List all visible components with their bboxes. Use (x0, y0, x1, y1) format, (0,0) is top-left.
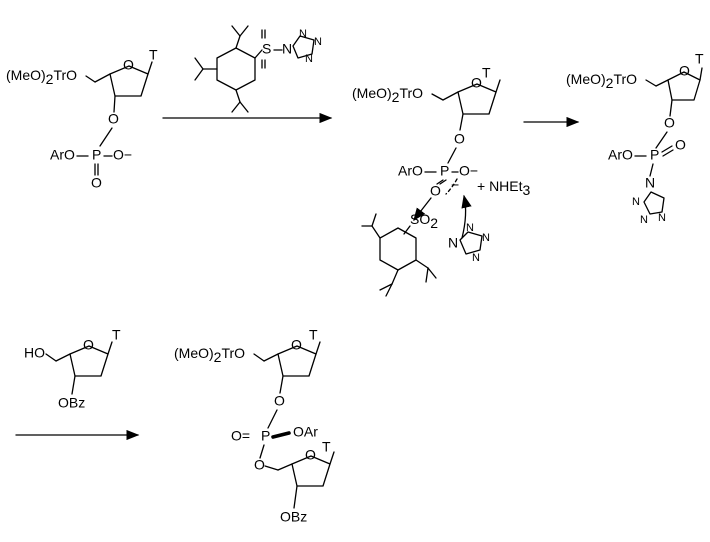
aryloxy-label: ArO (398, 163, 423, 179)
attack-arrow-1 (413, 197, 432, 222)
tetrazole-n3: N (482, 232, 490, 244)
triethylammonium-label: + NHEt3 (477, 178, 531, 198)
sugar-3-oxygen: O (664, 115, 675, 131)
intermediate-nucleotide: (MeO)2TrO O T O P ArO O− O − + NHEt3 (352, 65, 531, 297)
ring-oxygen: O (291, 337, 302, 353)
benzoate-label: OBz (280, 509, 307, 525)
phosphoryl-oxygen: O (91, 175, 102, 191)
trityl-label: (MeO)2TrO (352, 85, 423, 105)
tetrazole-n2: N (299, 28, 307, 40)
wedge-bond (271, 431, 291, 439)
tetrazole-n3: N (640, 214, 648, 226)
dinucleotide-product: (MeO)2TrO O T O O= P OAr O O T OBz (174, 327, 335, 525)
ring-oxygen-2: O (305, 447, 316, 463)
sugar-3-oxygen: O (274, 393, 285, 409)
coupling-reagent: S N N N N (194, 25, 322, 113)
phosphate-o: O (430, 183, 441, 199)
negative-charge: − (451, 177, 459, 193)
ring-oxygen: O (123, 57, 134, 73)
sugar-3-oxygen: O (454, 131, 465, 147)
base-label: T (482, 65, 491, 81)
trityl-label: (MeO)2TrO (566, 71, 637, 91)
base-label: T (695, 51, 704, 67)
base-label: T (149, 47, 158, 63)
phosphorus-label: P (440, 163, 449, 179)
phosphate-o-minus: O− (113, 147, 132, 163)
tetrazolide-product: (MeO)2TrO O T O P ArO O N N N N (566, 51, 704, 226)
starting-nucleotide: (MeO)2TrO O T O P ArO O− O (6, 47, 158, 191)
ring-oxygen: O (83, 337, 94, 353)
base-label: T (112, 327, 121, 343)
trityl-label: (MeO)2TrO (6, 67, 77, 87)
benzoate-label: OBz (58, 395, 85, 411)
ring-oxygen: O (471, 75, 482, 91)
tetrazole-n4: N (305, 53, 313, 65)
tetrazole-n4: N (472, 252, 480, 264)
phosphorus-label: P (650, 147, 659, 163)
sugar-3-oxygen: O (108, 111, 119, 127)
phosphate-o-minus: O− (459, 163, 478, 179)
base-label: T (309, 327, 318, 343)
phosphorus-label: P (261, 428, 270, 444)
tetrazole-n1: N (645, 175, 655, 191)
phosphorus-label: P (92, 147, 101, 163)
aryloxy-label: ArO (50, 147, 75, 163)
tetrazole-n2: N (632, 196, 640, 208)
phosphoryl-o-eq: O= (231, 428, 250, 444)
tetrazole-n1: N (282, 41, 292, 57)
tetrazole-n1: N (448, 235, 458, 251)
attack-arrow-2 (461, 194, 472, 239)
nucleoside-reagent: HO O T OBz (24, 327, 121, 411)
aryloxy-label: ArO (608, 147, 633, 163)
base-label-2: T (322, 439, 331, 455)
aryloxy-label: OAr (293, 424, 318, 440)
linking-oxygen: O (254, 457, 265, 473)
sulfonyl-s: S (262, 41, 271, 57)
hydroxyl-label: HO (24, 345, 45, 361)
so2-label: SO2 (410, 211, 438, 231)
trityl-label: (MeO)2TrO (174, 345, 245, 365)
tetrazole-n3: N (314, 36, 322, 48)
electron-push-dashed (445, 178, 458, 195)
phosphoryl-oxygen: O (675, 137, 686, 153)
tetrazole-n4: N (658, 212, 666, 224)
ring-oxygen: O (679, 63, 690, 79)
tetrazole-n2: N (466, 222, 474, 234)
